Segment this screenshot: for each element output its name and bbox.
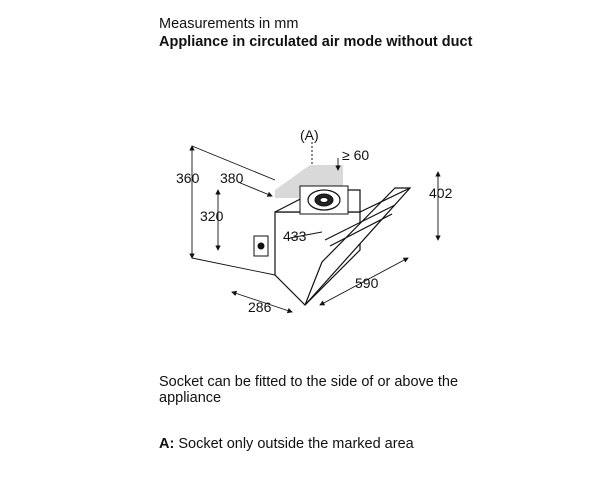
area-a-text: Socket only outside the marked area <box>178 436 414 452</box>
measurements-caption: Measurements in mm <box>159 16 299 32</box>
ext-line-top <box>191 145 276 181</box>
label-a: (A) <box>300 127 319 143</box>
dim-total-height: 360 <box>176 170 200 186</box>
dim-line-duct-width <box>289 231 323 239</box>
hood-dimension-diagram: (A) ≥ 60 360 380 320 402 433 590 286 <box>176 127 453 315</box>
socket-note: Socket can be fitted to the side of or a… <box>159 374 459 406</box>
area-a-key: A: <box>159 436 175 452</box>
fan-unit <box>299 185 349 215</box>
dim-clearance: ≥ 60 <box>342 147 369 163</box>
dim-front-height: 402 <box>429 185 453 201</box>
dim-socket-height: 320 <box>200 208 224 224</box>
dim-duct-width: 433 <box>283 228 307 244</box>
socket-icon <box>253 235 269 257</box>
dim-width: 590 <box>355 275 379 291</box>
ext-line-bottom <box>191 257 276 276</box>
dim-side-depth: 286 <box>248 299 272 315</box>
area-a-note: A: Socket only outside the marked area <box>159 436 499 452</box>
dim-line-width <box>319 257 409 306</box>
diagram-title: Appliance in circulated air mode without… <box>159 34 473 50</box>
dim-depth: 380 <box>220 170 244 186</box>
dim-line-side-depth <box>231 290 293 314</box>
dim-line-depth <box>237 181 273 197</box>
